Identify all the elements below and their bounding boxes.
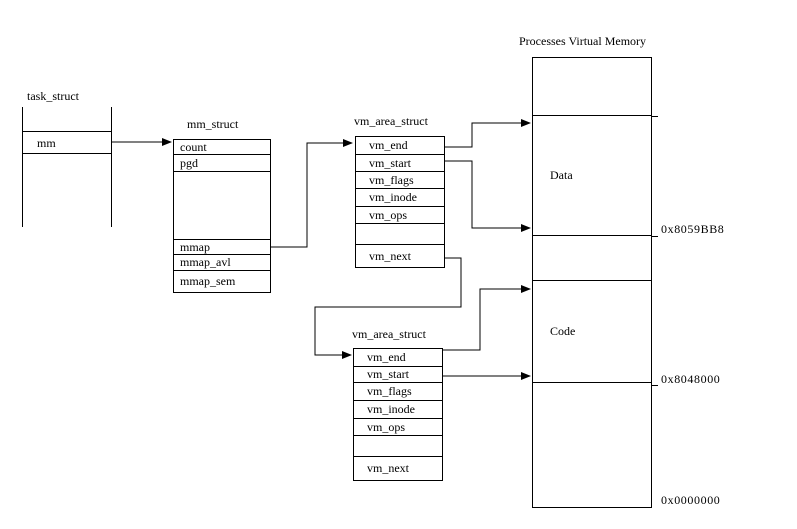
vm-area-1-empty-row bbox=[356, 224, 444, 245]
memory-region-code: Code bbox=[533, 281, 651, 383]
arrow-vm1-start-to-data-bottom bbox=[445, 160, 531, 232]
arrow-mmap-to-vm-area-1 bbox=[271, 139, 353, 248]
vm-area-2-field-vm-inode: vm_inode bbox=[354, 401, 442, 419]
vm-area-2-field-vm-next: vm_next bbox=[367, 461, 409, 475]
memory-map-title: Processes Virtual Memory bbox=[519, 34, 647, 48]
vm-area-2-field-vm-ops: vm_ops bbox=[354, 419, 442, 436]
arrow-vm1-next-to-vm-area-2 bbox=[314, 257, 462, 359]
memory-region-gap bbox=[533, 236, 651, 281]
vm-area-1-title: vm_area_struct bbox=[354, 114, 428, 128]
address-label-0x8059BB8: 0x8059BB8 bbox=[661, 222, 725, 236]
address-label-0x0000000: 0x0000000 bbox=[661, 493, 721, 507]
mm-struct-box: count pgd mmap mmap_avl mmap_sem bbox=[173, 139, 271, 293]
vm-area-1-field-vm-inode: vm_inode bbox=[356, 189, 444, 207]
address-label-0x8048000: 0x8048000 bbox=[661, 372, 721, 386]
mm-struct-field-mmap-sem: mmap_sem bbox=[180, 274, 236, 288]
mm-struct-empty-row bbox=[174, 172, 270, 240]
arrow-vm2-end-to-code-top bbox=[443, 285, 531, 351]
vm-area-2-field-vm-end: vm_end bbox=[354, 349, 442, 367]
mm-struct-field-mmap: mmap bbox=[174, 240, 270, 255]
vm-area-2-field-vm-flags: vm_flags bbox=[354, 383, 442, 401]
task-struct-field-mm: mm bbox=[37, 136, 56, 150]
arrow-vm1-end-to-data-top bbox=[445, 119, 531, 148]
vm-area-1-field-vm-start: vm_start bbox=[356, 155, 444, 172]
memory-region-data: Data bbox=[533, 116, 651, 236]
vm-area-1-field-vm-end: vm_end bbox=[356, 137, 444, 155]
mm-struct-field-count: count bbox=[174, 140, 270, 155]
vm-area-2-title: vm_area_struct bbox=[352, 327, 426, 341]
mm-struct-field-pgd: pgd bbox=[174, 155, 270, 172]
mm-struct-field-mmap-avl: mmap_avl bbox=[174, 255, 270, 271]
memory-map-box: Data Code bbox=[532, 57, 652, 508]
vm-area-2-empty-row bbox=[354, 436, 442, 457]
vm-area-1-field-vm-ops: vm_ops bbox=[356, 207, 444, 224]
mm-struct-title: mm_struct bbox=[187, 117, 239, 131]
vm-area-1-field-vm-flags: vm_flags bbox=[356, 172, 444, 189]
memory-region-bottom-empty bbox=[533, 383, 651, 507]
vm-area-2-field-vm-start: vm_start bbox=[354, 367, 442, 383]
vm-area-1-field-vm-next: vm_next bbox=[369, 248, 411, 263]
memory-region-top-empty bbox=[533, 58, 651, 116]
vm-area-2-box: vm_end vm_start vm_flags vm_inode vm_ops… bbox=[353, 348, 443, 481]
task-struct-title: task_struct bbox=[27, 89, 79, 103]
vm-area-1-box: vm_end vm_start vm_flags vm_inode vm_ops… bbox=[355, 136, 445, 268]
